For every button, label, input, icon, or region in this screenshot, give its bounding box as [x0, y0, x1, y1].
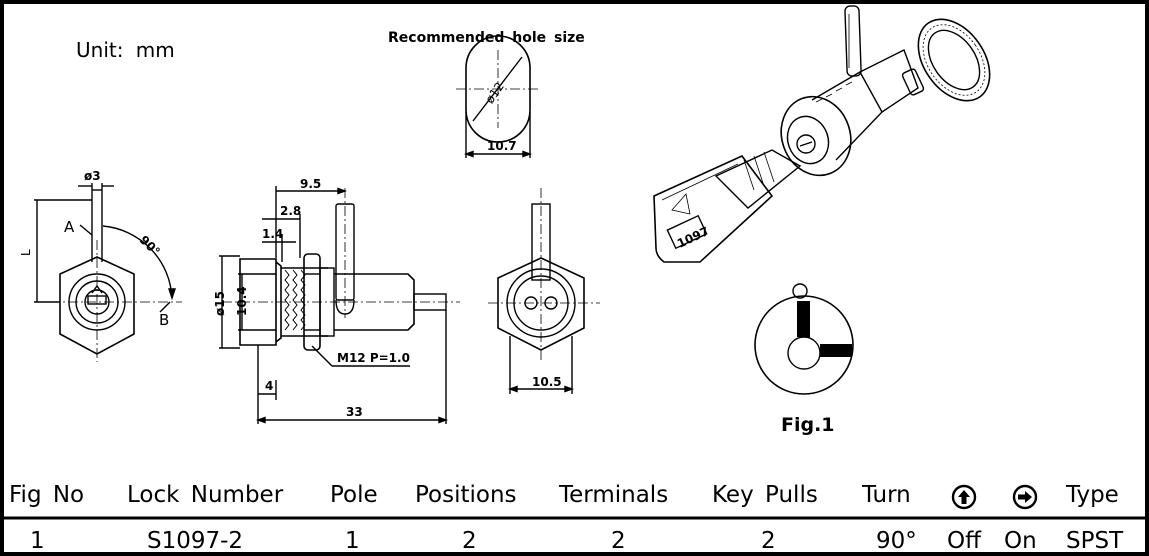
dim-9-5: 9.5 [300, 177, 321, 191]
dim-len-l: L [19, 249, 33, 256]
cell-key-pulls: 2 [761, 528, 776, 554]
dim-pos-b: B [159, 311, 169, 329]
key-marking: 1097 [675, 224, 711, 251]
dim-10-5: 10.5 [532, 375, 562, 389]
header-fig-no: Fig No [9, 482, 85, 508]
dim-hole-dia: ø12 [482, 80, 506, 107]
dim-hole-flat: 10.7 [487, 139, 517, 153]
dim-1-4: 1.4 [262, 227, 283, 241]
front-view-drawing [34, 183, 182, 362]
cell-type: SPST [1066, 528, 1124, 554]
header-key-pulls: Key Pulls [712, 482, 818, 508]
position-diagram [754, 283, 854, 395]
cell-off: Off [947, 528, 981, 554]
cell-terminals: 2 [611, 528, 626, 554]
side-view-drawing [219, 186, 460, 424]
hole-size-title: Recommended hole size [388, 30, 585, 46]
header-lock-number: Lock Number [127, 482, 284, 508]
cell-pole: 1 [345, 528, 360, 554]
unit-label: Unit: mm [76, 38, 175, 62]
cell-on: On [1004, 528, 1037, 554]
cell-turn: 90° [876, 528, 917, 554]
hole-size-drawing [456, 35, 540, 158]
rear-view-drawing [488, 188, 600, 394]
dim-pos-a: A [64, 218, 75, 236]
cell-fig-no: 1 [30, 528, 45, 554]
header-type: Type [1066, 482, 1119, 508]
header-terminals: Terminals [559, 482, 669, 508]
dim-thread: M12 P=1.0 [337, 351, 410, 365]
dim-angle: 90° [137, 233, 163, 259]
dim-4: 4 [265, 379, 273, 393]
header-pole: Pole [330, 482, 378, 508]
cell-positions: 2 [462, 528, 477, 554]
header-turn: Turn [862, 482, 911, 508]
header-positions: Positions [415, 482, 517, 508]
dim-33: 33 [346, 405, 363, 419]
figure-label: Fig.1 [781, 414, 835, 436]
arrow-up-circle-icon [951, 484, 977, 510]
dim-10-4: 10.4 [235, 286, 249, 316]
dim-2-8: 2.8 [280, 204, 301, 218]
cell-lock-number: S1097-2 [147, 528, 244, 554]
exploded-view-illustration [653, 5, 991, 263]
dim-15: ø15 [213, 291, 227, 316]
dim-shaft-dia: ø3 [84, 169, 101, 183]
arrow-right-circle-icon [1012, 484, 1038, 510]
